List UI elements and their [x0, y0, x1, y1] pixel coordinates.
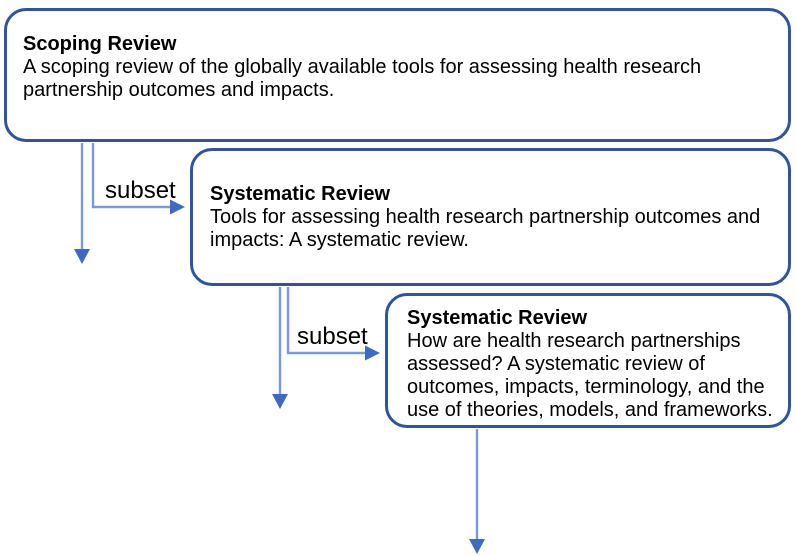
subset-label-2: subset: [297, 323, 368, 350]
systematic-review-1-box: Systematic Review Tools for assessing he…: [190, 148, 791, 286]
down-arrow-from-sys1-head: [272, 394, 288, 409]
systematic-review-2-body: How are health research partnerships ass…: [407, 330, 773, 421]
subset-label-1: subset: [105, 177, 176, 204]
scoping-review-body: A scoping review of the globally availab…: [23, 56, 702, 101]
systematic-review-2-box: Systematic Review How are health researc…: [385, 293, 791, 428]
scoping-review-box: Scoping Review A scoping review of the g…: [4, 8, 791, 142]
down-arrow-from-scoping-head: [74, 249, 90, 264]
systematic-review-1-body: Tools for assessing health research part…: [210, 206, 761, 251]
scoping-review-title: Scoping Review: [23, 33, 177, 55]
systematic-review-1-title: Systematic Review: [210, 183, 391, 205]
down-arrow-from-sys2-head: [469, 539, 485, 554]
systematic-review-2-title: Systematic Review: [407, 307, 588, 329]
